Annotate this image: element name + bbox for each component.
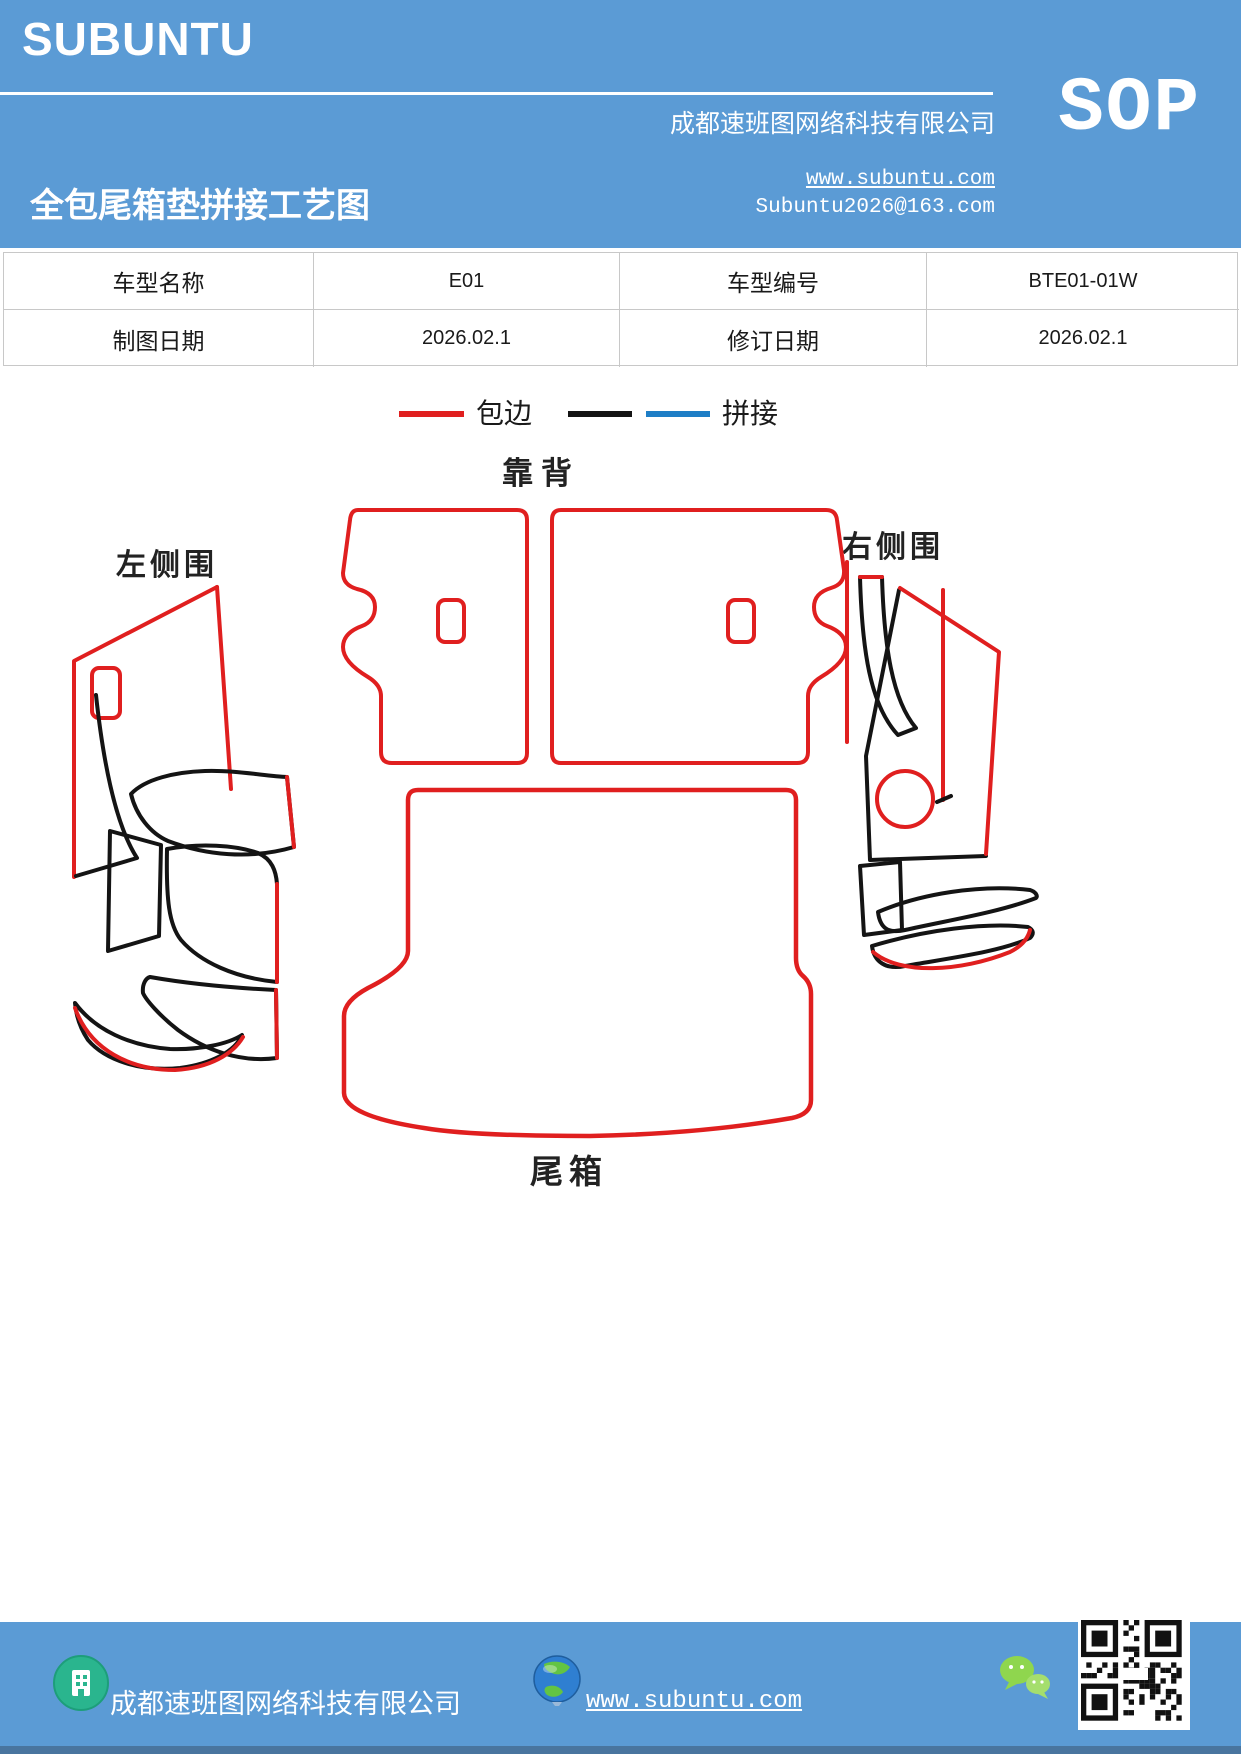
- backrest-right-hole: [726, 598, 756, 644]
- sop-mark: SOP: [1058, 66, 1201, 152]
- left-trapezoid-piece: [106, 829, 163, 953]
- footer: 成都速班图网络科技有限公司 www.subuntu.com: [0, 1616, 1241, 1754]
- header-divider: [0, 92, 993, 95]
- backrest-right-piece: [550, 508, 848, 765]
- right-strip-piece: [858, 575, 918, 737]
- header-company-name: 成都速班图网络科技有限公司: [669, 109, 995, 138]
- header: SUBUNTU 成都速班图网络科技有限公司 全包尾箱垫拼接工艺图 www.sub…: [0, 0, 1241, 248]
- table-cell-model-name-label: 车型名称: [4, 253, 314, 310]
- footer-company-name: 成都速班图网络科技有限公司: [110, 1689, 461, 1720]
- legend-edge-label: 包边: [476, 398, 533, 429]
- right-side-group: [845, 560, 1039, 971]
- left-hole: [90, 666, 122, 720]
- table-cell-model-code-label: 车型编号: [620, 253, 927, 310]
- right-polygon-black-edges: [864, 588, 988, 862]
- backrest-left-hole: [436, 598, 466, 644]
- footer-bottom-strip: [0, 1746, 1241, 1754]
- legend-splice-black-line-icon: [568, 411, 633, 417]
- left-crescent-red-edge: [73, 1006, 245, 1072]
- vehicle-info-table: 车型名称 E01 车型编号 BTE01-01W 制图日期 2026.02.1 修…: [3, 252, 1239, 367]
- right-wing-red-edge: [871, 928, 1032, 971]
- left-upper-piece-red-edge: [285, 775, 296, 849]
- left-middle-piece: [164, 843, 279, 984]
- right-wing-upper: [876, 886, 1039, 934]
- label-right-side: 右侧围: [842, 531, 944, 564]
- label-left-side: 左侧围: [116, 549, 218, 582]
- left-strip-piece: [74, 693, 139, 878]
- legend-edge-line-icon: [399, 411, 464, 417]
- header-email: Subuntu2026@163.com: [755, 196, 995, 219]
- table-cell-draw-date-value: 2026.02.1: [314, 310, 620, 367]
- label-trunk: 尾箱: [530, 1153, 608, 1190]
- legend-splice-label: 拼接: [722, 398, 779, 429]
- left-wing-piece: [140, 975, 279, 1062]
- globe-icon: [533, 1655, 581, 1706]
- backrest-left-piece: [341, 508, 529, 765]
- right-circle-hole: [875, 769, 935, 829]
- header-website-link[interactable]: www.subuntu.com: [805, 168, 995, 191]
- left-wing-piece-red-edge: [274, 988, 279, 1060]
- trunk-piece: [341, 787, 814, 1139]
- label-backrest: 靠背: [502, 456, 580, 491]
- right-polygon-red-edges: [898, 586, 1001, 856]
- table-cell-revise-date-label: 修订日期: [620, 310, 927, 367]
- building-icon: [53, 1655, 109, 1711]
- legend: 包边 拼接: [399, 398, 778, 430]
- table-cell-draw-date-label: 制图日期: [4, 310, 314, 367]
- table-cell-model-name-value: E01: [314, 253, 620, 310]
- legend-splice-blue-line-icon: [646, 411, 711, 417]
- qr-code: [1078, 1616, 1190, 1730]
- footer-website-link[interactable]: www.subuntu.com: [586, 1688, 803, 1715]
- left-main-red-outline: [72, 585, 219, 879]
- table-cell-model-code-value: BTE01-01W: [927, 253, 1239, 310]
- right-red-edge-b-tick: [935, 794, 953, 804]
- left-side-group: [72, 585, 296, 1072]
- page-title: 全包尾箱垫拼接工艺图: [30, 187, 370, 225]
- table-cell-revise-date-value: 2026.02.1: [1038, 327, 1128, 349]
- brand-logo: SUBUNTU: [22, 13, 254, 65]
- wechat-icon: [1000, 1656, 1050, 1699]
- left-main-red-right-edge: [215, 585, 233, 791]
